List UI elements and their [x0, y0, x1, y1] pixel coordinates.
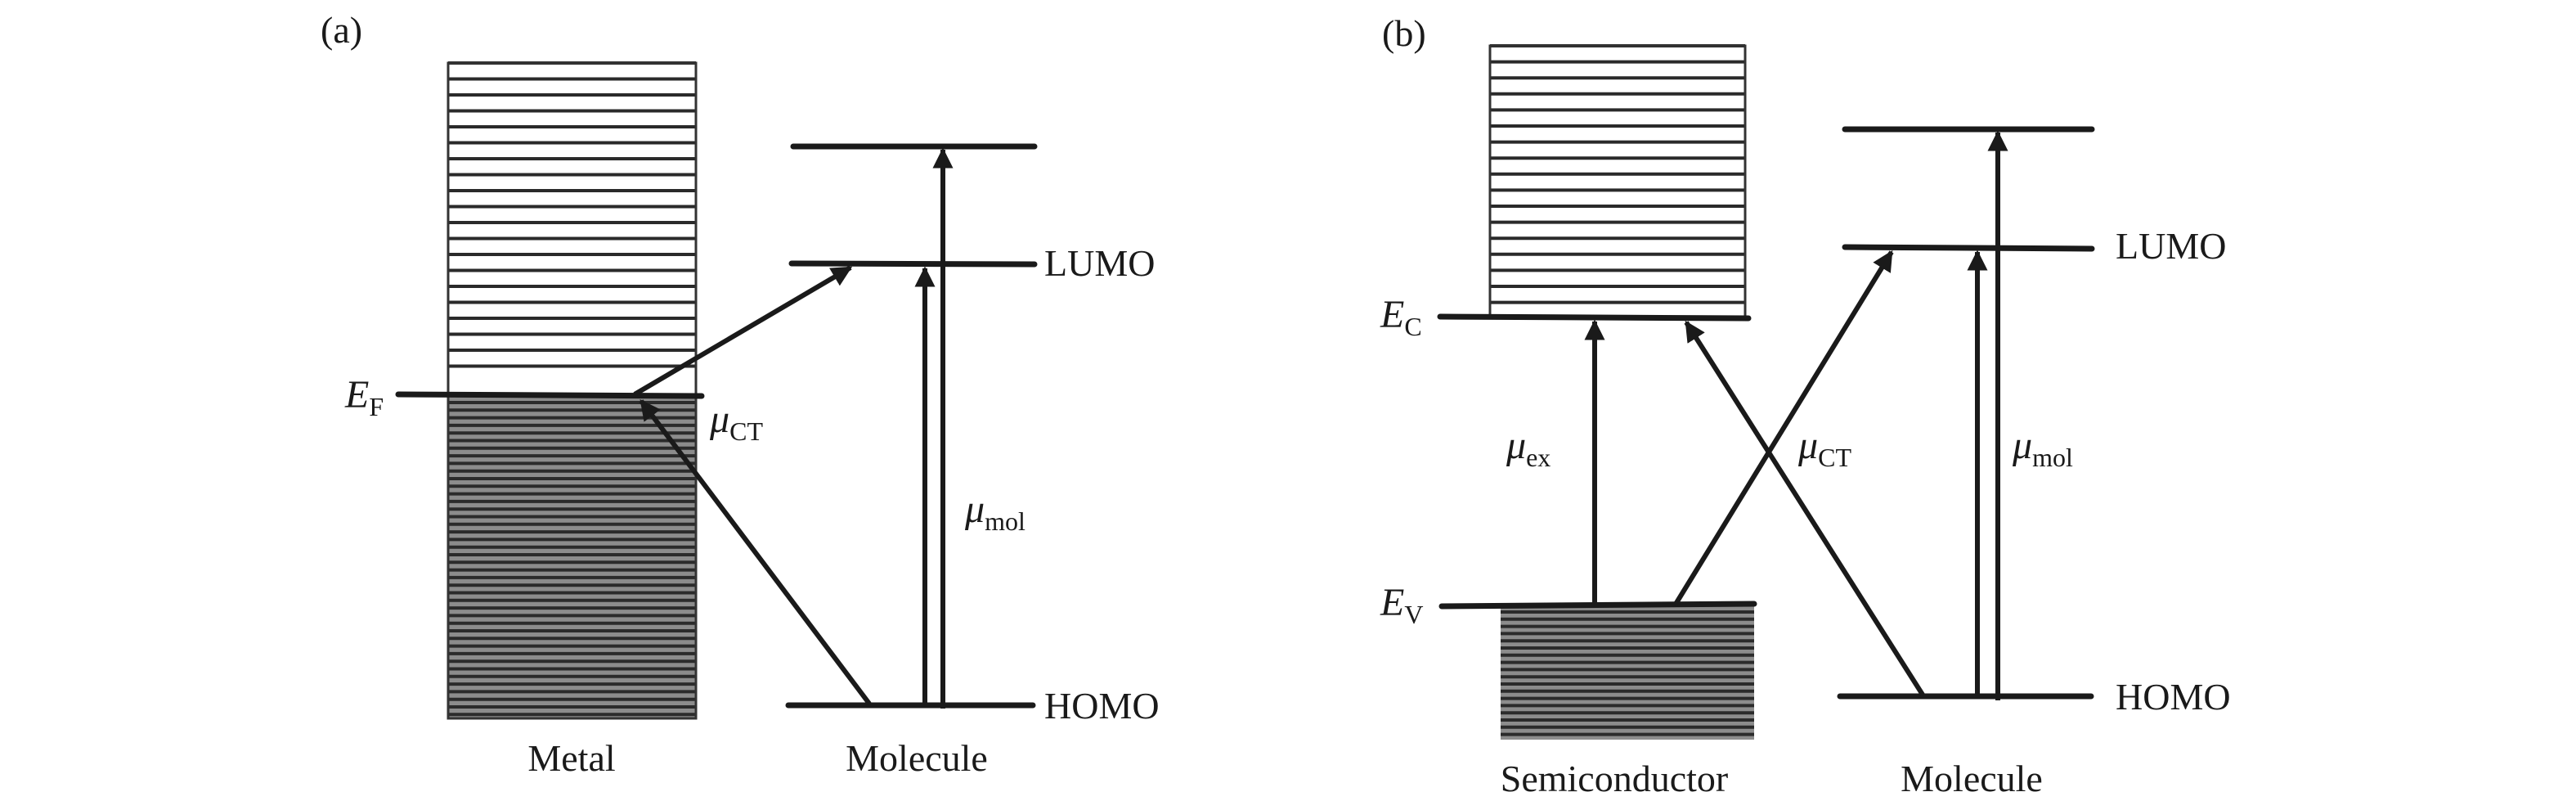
conduction-band-edge-line [1437, 313, 1752, 322]
valence-band-filled [1501, 606, 1754, 740]
lumo-level [788, 260, 1038, 268]
metal-label: Metal [527, 737, 615, 779]
panel-a-label: (a) [321, 9, 362, 51]
valence-band-state-lines [1501, 610, 1754, 736]
fermi-level-label: EF [344, 373, 384, 421]
fermi-level-line [395, 391, 705, 399]
lumo-level-b [1842, 244, 2095, 252]
molecule-label-b: Molecule [1901, 758, 2043, 799]
mu-ex-label: μex [1506, 424, 1551, 472]
mu-mol-label-b: μmol [2012, 424, 2073, 472]
homo-label-b: HOMO [2116, 676, 2231, 718]
panel-b-label: (b) [1382, 12, 1426, 54]
ct-arrow-homo-to-fermi [639, 398, 872, 705]
lumo-label-b: LUMO [2116, 225, 2226, 267]
mu-ct-label-b: μCT [1797, 424, 1851, 472]
molecule-label-a: Molecule [846, 737, 988, 779]
lumo-label: LUMO [1044, 242, 1155, 284]
metal-band-outline [447, 61, 698, 720]
homo-label: HOMO [1044, 685, 1160, 727]
panel-a: (a) EF LUMO HOMO μCT μmol Metal Molecule [321, 9, 1160, 779]
metal-filled-states [448, 397, 696, 718]
ec-label: EC [1380, 293, 1422, 341]
semiconductor-label: Semiconductor [1501, 758, 1729, 799]
mu-mol-label: μmol [964, 488, 1025, 536]
ev-label: EV [1380, 581, 1423, 629]
conduction-band-outline [1488, 44, 1747, 319]
ct-arrow-homo-to-ec [1684, 320, 1925, 696]
conduction-band-states [1490, 44, 1745, 304]
metal-filled-state-lines [448, 401, 696, 717]
panel-b: (b) EC EV LUMO HOMO μex μCT μmol Semicon… [1380, 12, 2231, 799]
ct-arrow-ev-to-lumo [1672, 250, 1894, 607]
valence-band-edge-line [1438, 601, 1757, 610]
ct-arrow-fermi-to-lumo [633, 265, 853, 397]
metal-empty-states [448, 61, 696, 368]
mu-ct-label: μCT [709, 398, 763, 446]
